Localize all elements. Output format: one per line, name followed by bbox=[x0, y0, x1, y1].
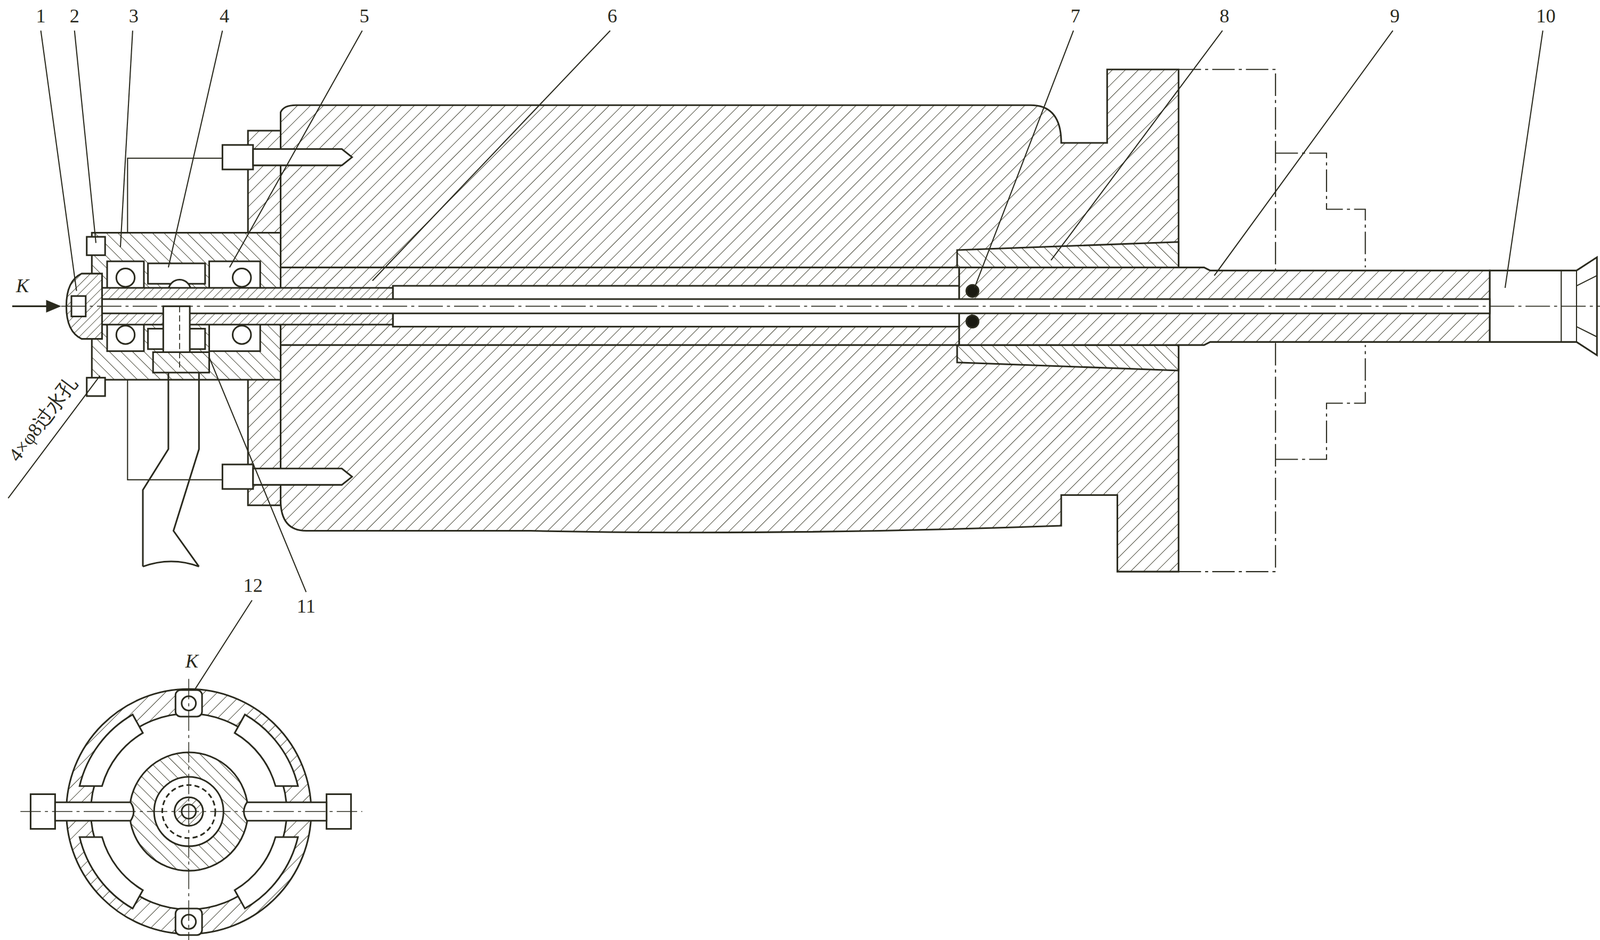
view-k bbox=[20, 678, 362, 940]
callout-number: 9 bbox=[1390, 5, 1400, 26]
hole-note: 4×φ8过水孔 bbox=[5, 372, 82, 464]
section-view bbox=[7, 69, 1600, 572]
callout-number: 10 bbox=[1536, 5, 1556, 26]
callout-number: 1 bbox=[35, 5, 46, 26]
callout-number: 4 bbox=[219, 5, 230, 26]
callout-number: 12 bbox=[243, 575, 263, 595]
callout-number: 6 bbox=[607, 5, 618, 26]
leader-lines bbox=[41, 30, 1543, 694]
callout-number: 11 bbox=[296, 595, 316, 616]
callout-number: 3 bbox=[128, 5, 139, 26]
callout-number: 8 bbox=[1219, 5, 1230, 26]
view-letter: K bbox=[15, 275, 29, 295]
callout-number: 2 bbox=[69, 5, 80, 26]
callout-number: 5 bbox=[359, 5, 369, 26]
view-letter: K bbox=[185, 650, 199, 670]
callout-number: 7 bbox=[1070, 5, 1081, 26]
